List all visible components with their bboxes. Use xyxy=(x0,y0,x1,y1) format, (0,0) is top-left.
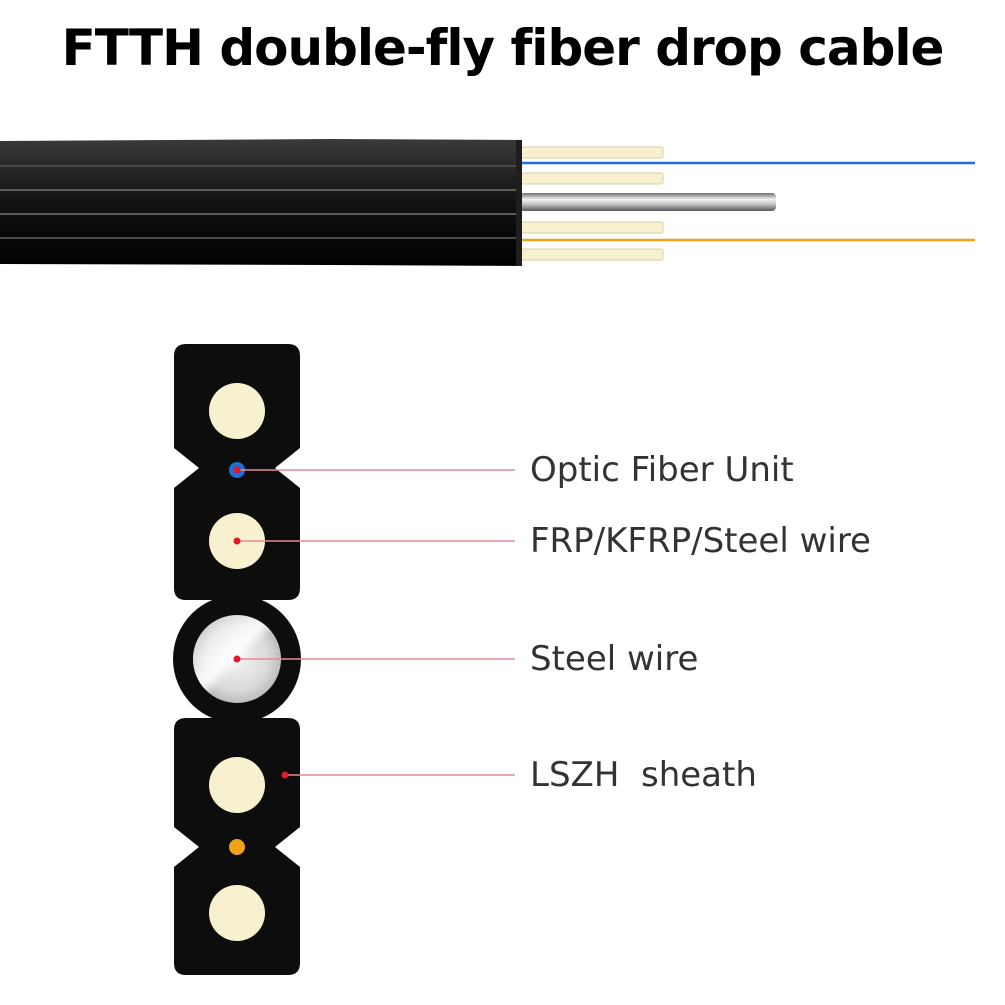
cable-cross-section xyxy=(173,344,301,975)
label-optic-fiber-unit: Optic Fiber Unit xyxy=(530,450,794,490)
strength-member xyxy=(209,383,265,439)
steel-messenger-wire xyxy=(520,193,776,211)
strength-member xyxy=(209,757,265,813)
cable-sheath-side xyxy=(0,139,522,266)
cable-side-view xyxy=(0,139,975,266)
strength-member xyxy=(209,885,265,941)
strength-rod xyxy=(519,146,664,159)
strength-rod xyxy=(519,221,664,234)
orange-optic-fiber xyxy=(229,839,245,855)
label-frp-kfrp-steel-wire: FRP/KFRP/Steel wire xyxy=(530,521,871,561)
page-title: FTTH double-fly fiber drop cable xyxy=(61,19,945,77)
strength-rod xyxy=(519,248,664,261)
label-lszh-sheath: LSZH sheath xyxy=(530,755,757,795)
leader-lines xyxy=(233,466,515,779)
strength-rod xyxy=(519,172,664,185)
label-steel-wire: Steel wire xyxy=(530,639,699,679)
